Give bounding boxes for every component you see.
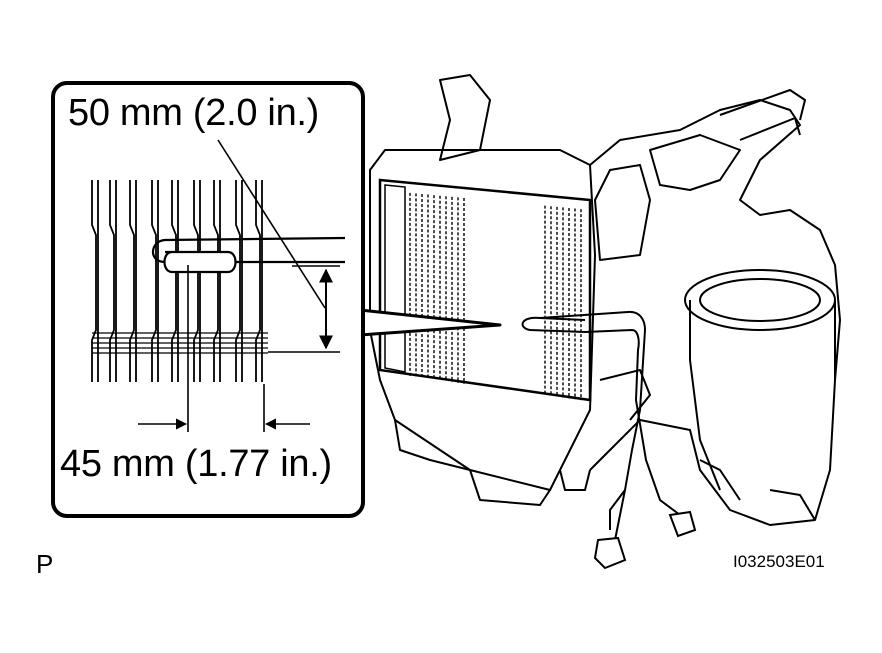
detail-fin-6 — [193, 180, 201, 382]
detail-fin-5 — [171, 180, 179, 382]
detail-fin-4 — [151, 180, 159, 382]
detail-thermistor-probe — [151, 236, 346, 274]
unit-housing — [369, 74, 841, 526]
detail-fin-7 — [213, 180, 221, 382]
thermistor-harness — [521, 310, 681, 541]
detail-fin-8 — [235, 180, 243, 382]
detail-fin-bands — [92, 332, 268, 354]
detail-fin-2 — [109, 180, 117, 382]
harness-connector-2 — [668, 510, 697, 538]
dimension-label-bottom: 45 mm (1.77 in.) — [60, 443, 332, 485]
figure-code-label: I032503E01 — [733, 552, 825, 571]
view-code-label: P — [36, 549, 54, 579]
detail-fin-3 — [129, 180, 137, 382]
detail-dimension-lines — [138, 139, 340, 432]
dimension-label-top: 50 mm (2.0 in.) — [68, 92, 320, 134]
detail-fin-1 — [91, 180, 99, 382]
detail-evaporator-fins — [91, 180, 263, 382]
evaporator-core — [378, 178, 592, 402]
detail-fin-9 — [255, 180, 263, 382]
harness-connector-1 — [593, 536, 627, 570]
